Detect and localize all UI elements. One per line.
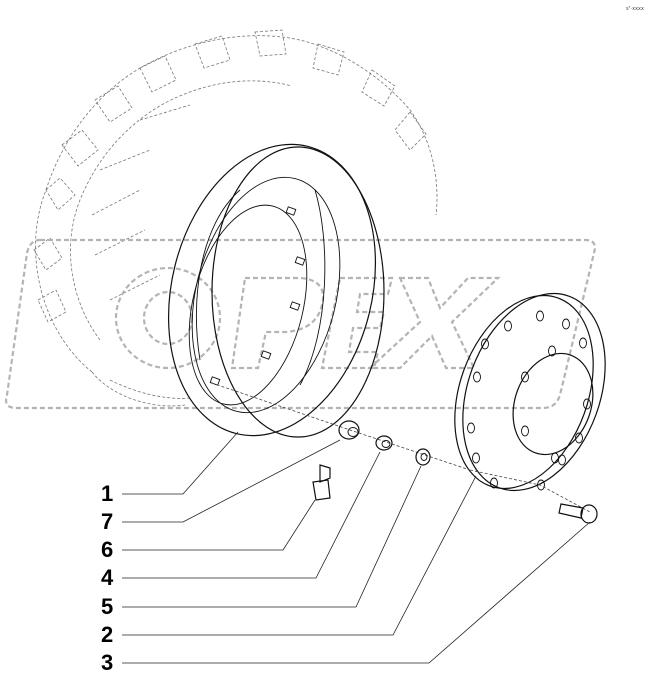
spacer-7 <box>338 420 360 440</box>
tyre-phantom <box>33 29 438 407</box>
callout-1: 1 <box>101 481 113 506</box>
nut-4 <box>375 435 393 451</box>
valve-6 <box>312 464 331 501</box>
stud-holes <box>467 310 591 491</box>
corner-mark: sᵀ·xxxx <box>626 6 644 12</box>
callout-3: 3 <box>101 650 113 675</box>
callout-2: 2 <box>101 622 113 647</box>
bolt-3 <box>558 503 598 524</box>
leader-lines <box>122 431 591 664</box>
callout-labels: 1 7 6 4 5 2 3 <box>101 481 114 675</box>
callout-4: 4 <box>101 565 114 590</box>
callout-6: 6 <box>101 537 113 562</box>
wheel-rim <box>167 143 385 438</box>
washer-5 <box>415 448 431 466</box>
watermark <box>4 238 597 410</box>
callout-5: 5 <box>101 594 113 619</box>
center-disc <box>454 292 606 492</box>
callout-7: 7 <box>101 509 113 534</box>
